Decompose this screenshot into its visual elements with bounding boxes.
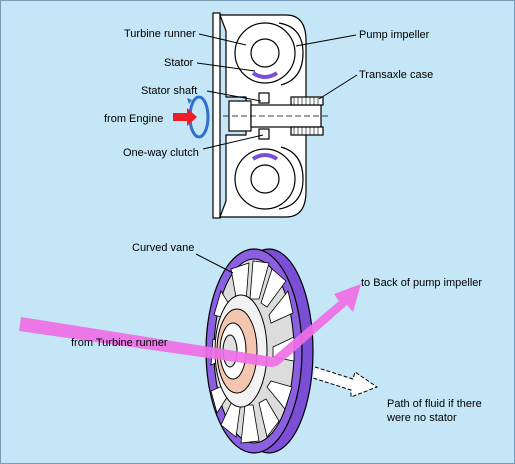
label-from-turbine-runner: from Turbine runner	[71, 337, 168, 349]
label-transaxle-case: Transaxle case	[359, 69, 433, 81]
transaxle-hatching	[293, 97, 319, 135]
pump-impeller-upper	[278, 22, 304, 86]
torque-converter-cross-section	[212, 12, 331, 219]
stator-lower	[251, 153, 279, 161]
label-stator-shaft: Stator shaft	[141, 85, 197, 97]
vane	[266, 380, 293, 410]
transaxle-case-upper	[290, 96, 324, 106]
fluid-flow-arrow	[19, 284, 361, 367]
label-one-way-clutch: One-way clutch	[123, 147, 199, 159]
top-leader-lines	[196, 33, 358, 150]
label-stator: Stator	[164, 57, 194, 69]
stator-upper	[251, 71, 279, 79]
label-turbine-runner: Turbine runner	[124, 28, 196, 40]
label-curved-vane: Curved vane	[132, 242, 194, 254]
turbine-lower-core	[250, 164, 280, 194]
vane	[268, 290, 294, 324]
leader-stator	[196, 62, 256, 72]
label-from-engine: from Engine	[104, 113, 163, 125]
leader-turbine-runner	[198, 33, 247, 46]
vane	[258, 398, 280, 438]
leader-pump-impeller	[295, 34, 357, 47]
transaxle-case-lower	[290, 126, 324, 136]
no-stator-path-arrow	[312, 366, 379, 398]
leader-one-way-clutch	[202, 134, 264, 150]
front-cover	[212, 12, 221, 219]
vane	[249, 260, 270, 300]
leader-curved-vane	[195, 253, 234, 274]
leader-transaxle-case	[318, 74, 358, 100]
label-path-no-stator-line1: Path of fluid if there	[387, 398, 482, 410]
label-to-back-of-pump-impeller: to Back of pump impeller	[361, 277, 482, 289]
label-pump-impeller: Pump impeller	[359, 29, 430, 41]
engine-arrow-icon	[173, 108, 197, 126]
turbine-upper-core	[250, 38, 280, 68]
vane	[260, 268, 287, 308]
one-way-clutch-lower	[258, 128, 270, 140]
engine-input-group	[173, 95, 210, 139]
label-path-no-stator-line2: were no stator	[386, 412, 457, 424]
leader-stator-shaft	[206, 90, 262, 102]
one-way-clutch-upper	[258, 92, 270, 104]
rotation-arrowhead	[187, 98, 192, 104]
pump-impeller-lower	[278, 146, 304, 210]
